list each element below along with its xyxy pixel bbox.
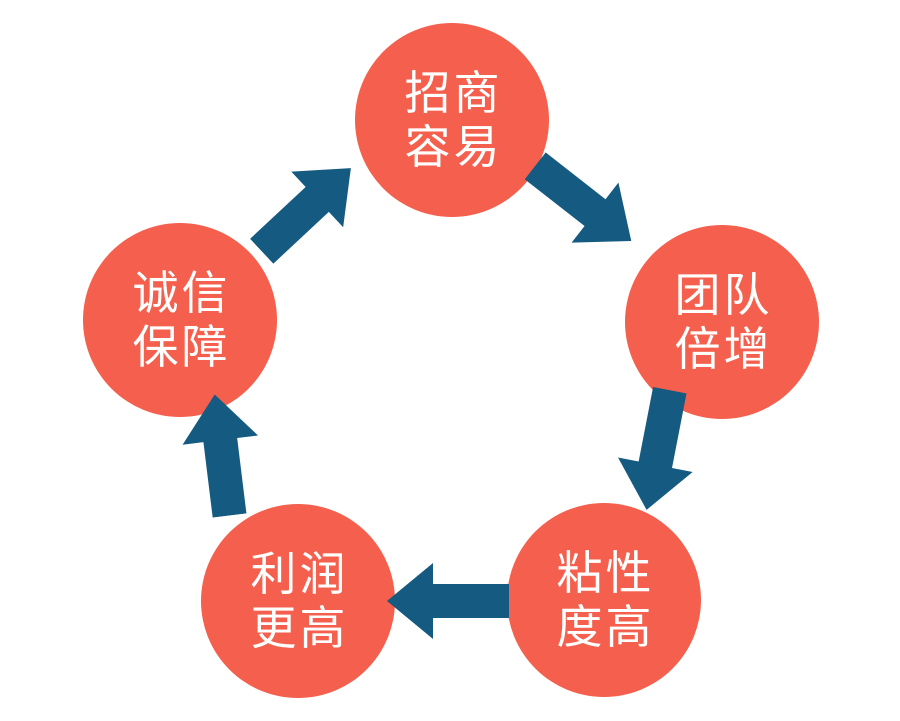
- node-label-line: 团队: [674, 268, 773, 322]
- node-label-line: 诚信: [132, 266, 231, 320]
- cycle-node-easy-recruitment: 招商 容易: [355, 23, 549, 217]
- block-arrow-icon: [524, 152, 632, 243]
- block-arrow-icon: [250, 168, 351, 264]
- arrow-right-to-bottom-right: [605, 382, 711, 520]
- arrow-left-to-top: [233, 136, 381, 282]
- cycle-node-higher-profit: 利润 更高: [201, 504, 395, 698]
- node-label-line: 利润: [250, 547, 349, 601]
- node-label-line: 招商: [404, 66, 503, 120]
- node-label-line: 保障: [132, 320, 231, 374]
- cycle-node-team-multiplication: 团队 倍增: [625, 225, 819, 419]
- node-label-line: 容易: [404, 120, 503, 174]
- node-label-line: 度高: [556, 600, 655, 654]
- block-arrow-icon: [182, 394, 259, 518]
- arrow-top-to-right: [509, 133, 658, 276]
- arrow-bottom-right-to-bottom-left: [385, 559, 509, 643]
- node-label-line: 粘性: [556, 546, 655, 600]
- block-arrow-icon: [387, 563, 509, 639]
- arrow-bottom-left-to-left: [173, 387, 271, 520]
- cycle-node-integrity-guarantee: 诚信 保障: [83, 223, 277, 417]
- cycle-node-high-stickiness: 粘性 度高: [507, 503, 701, 697]
- node-label-line: 倍增: [674, 322, 773, 376]
- node-label-line: 更高: [250, 601, 349, 655]
- block-arrow-icon: [618, 386, 693, 510]
